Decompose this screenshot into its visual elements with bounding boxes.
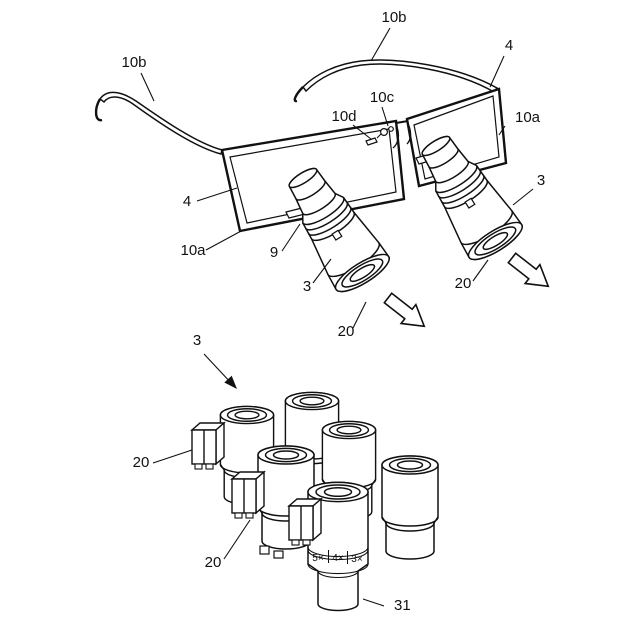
label-clip-left-20: 20: [338, 323, 355, 340]
left-temple-ear-hook: [94, 98, 103, 122]
front-barrel-top-bore: [323, 486, 353, 498]
label-clip-right-20: 20: [455, 275, 472, 292]
front-barrel-seam-1: [307, 546, 369, 558]
magnification-4x: 4×: [332, 553, 344, 564]
leader-clamp-10c: [381, 106, 389, 127]
label-loupe-left-3: 3: [303, 278, 311, 295]
leader-mount-9: [281, 223, 301, 252]
label-rim-right: 10a: [515, 109, 541, 126]
leader-rim-right: [498, 125, 506, 136]
magnification-5x: 5×: [312, 553, 324, 564]
barrel-set-arrowhead: [224, 375, 237, 389]
barrel-set-figure: 5× 4× 3×: [191, 391, 439, 612]
left-lens-inner-edge: [229, 128, 397, 224]
label-screw-10d: 10d: [331, 108, 356, 125]
label-bracket-lower-20: 20: [205, 554, 222, 571]
right-temple-arm: [302, 59, 499, 93]
nose-pad-right: [406, 123, 412, 145]
barrel-front-center: 5× 4× 3×: [307, 481, 369, 612]
label-lens-right: 4: [505, 37, 513, 54]
bridge-bar: [395, 120, 409, 124]
leader-bracket-lower-20: [223, 519, 251, 560]
clamp-screw-head: [388, 126, 394, 132]
nose-pad-left: [392, 126, 400, 149]
leader-clip-right-20: [472, 259, 489, 282]
leader-bracket-upper-20: [152, 449, 193, 464]
bracket-front-center: [288, 498, 322, 546]
leader-clip-left-20: [352, 301, 367, 329]
left-detach-arrow: [379, 287, 433, 337]
label-rim-left: 10a: [180, 242, 206, 259]
leader-temple-right: [370, 27, 391, 62]
label-stem-31: 31: [394, 597, 411, 614]
label-lens-left: 4: [183, 193, 191, 210]
front-barrel-band-bottom: [307, 563, 369, 575]
leader-screw-10d: [352, 124, 372, 140]
barrel-foot-tab-2: [273, 550, 284, 559]
front-barrel-stem-seam: [317, 570, 359, 579]
leader-lens-left: [196, 187, 238, 202]
label-temple-left: 10b: [121, 54, 146, 71]
bracket-front-left: [231, 471, 265, 519]
clamp-knob-10c: [380, 128, 389, 137]
glasses-figure: [94, 59, 557, 337]
leader-loupe-right-3: [512, 188, 534, 206]
label-clamp-10c: 10c: [370, 89, 395, 106]
bracket-back-left: [191, 422, 225, 470]
label-barrel-set-3: 3: [193, 332, 201, 349]
label-temple-right: 10b: [381, 9, 406, 26]
barrel-foot-tab-1: [259, 545, 270, 555]
front-barrel-band-top: [307, 549, 369, 561]
right-temple-ear-hook: [293, 86, 304, 103]
magnification-3x: 3×: [351, 554, 363, 565]
label-bracket-upper-20: 20: [133, 454, 150, 471]
leader-stem-31: [362, 598, 385, 607]
label-mount-9: 9: [270, 244, 278, 261]
label-loupe-right-3: 3: [537, 172, 545, 189]
right-detach-arrow: [503, 247, 557, 297]
leader-temple-left: [140, 72, 155, 102]
left-temple-arm: [98, 91, 223, 155]
leader-lens-right: [489, 55, 505, 88]
barrel-front-right: [381, 455, 439, 560]
leader-rim-left: [205, 229, 244, 251]
leader-loupe-left-3: [312, 258, 332, 284]
reference-labels: 10b 4 10b 10c 10d 10a 4 10a 9 3 3 20 20 …: [121, 9, 545, 614]
screw-plate-10d: [365, 137, 378, 146]
leader-lines: [140, 27, 534, 607]
